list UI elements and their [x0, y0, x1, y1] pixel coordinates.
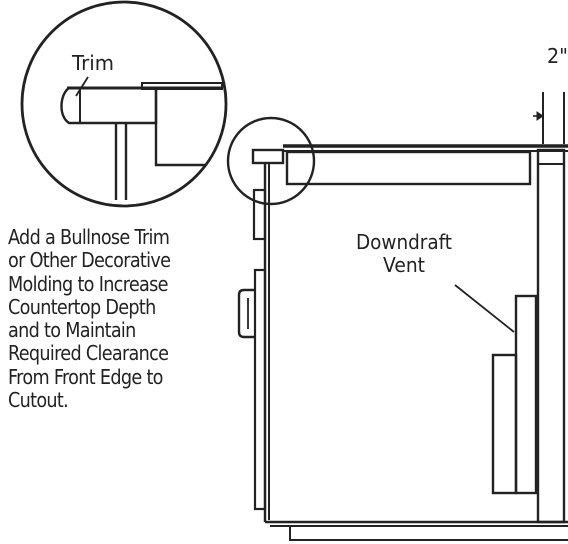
- trim-leader-line: [75, 76, 89, 97]
- downdraft-leader-line: [454, 284, 515, 333]
- note-line: Add a Bullnose Trim: [8, 225, 170, 249]
- note-line: Required Clearance: [8, 341, 169, 366]
- detail-callout-circle: [226, 116, 316, 206]
- note-line: and to Maintain: [8, 318, 136, 343]
- countertop: [251, 144, 568, 186]
- note-line: From Front Edge to: [8, 364, 163, 389]
- trim-label: Trim: [71, 51, 114, 75]
- clearance-label: 2": [547, 44, 568, 68]
- cabinet-body: [237, 163, 568, 541]
- clearance-dimension: [533, 92, 565, 144]
- note-line: or Other Decorative: [8, 248, 171, 273]
- note-line: Cutout.: [8, 388, 69, 413]
- note-line: Countertop Depth: [8, 294, 156, 319]
- downdraft-label-line2: Vent: [383, 253, 425, 277]
- note-line: Molding to Increase: [8, 271, 168, 296]
- downdraft-label-line1: Downdraft: [356, 230, 452, 254]
- downdraft-vent: [454, 148, 566, 524]
- trim-detail-circle: [20, 0, 228, 208]
- installation-note: Add a Bullnose Trim or Other Decorative …: [8, 225, 214, 413]
